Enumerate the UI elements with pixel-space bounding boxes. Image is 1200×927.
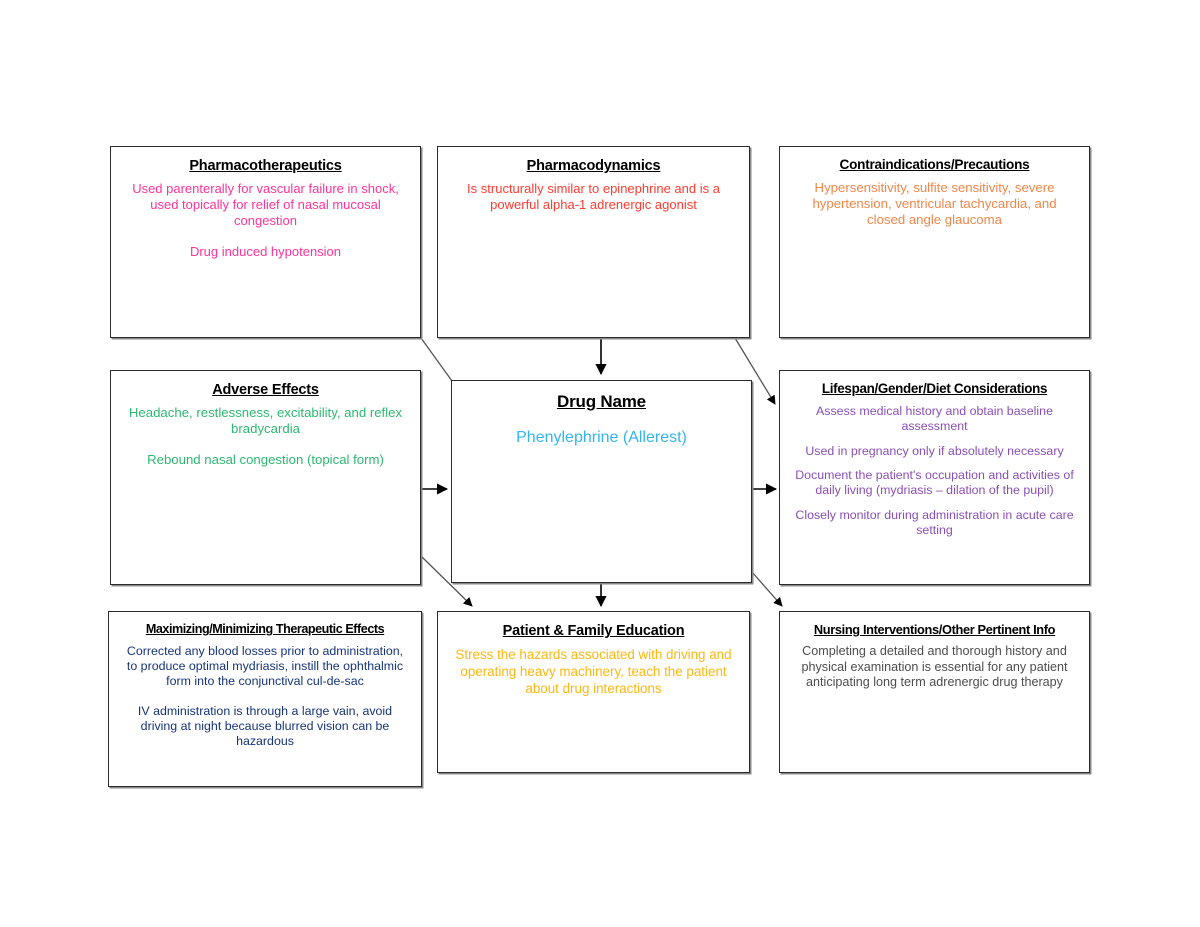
- node-adverse-effects[interactable]: Adverse Effects Headache, restlessness, …: [110, 370, 421, 585]
- node-pharmacotherapeutics[interactable]: Pharmacotherapeutics Used parenterally f…: [110, 146, 421, 338]
- node-paragraph: Corrected any blood losses prior to admi…: [126, 643, 404, 688]
- node-title-pharmacodynamics: Pharmacodynamics: [526, 158, 661, 174]
- node-paragraph: Drug induced hypotension: [189, 243, 342, 259]
- node-drug-name[interactable]: Drug Name Phenylephrine (Allerest): [451, 380, 752, 583]
- node-body-drug-name: Phenylephrine (Allerest): [464, 428, 739, 448]
- node-patient-family-education[interactable]: Patient & Family Education Stress the ha…: [437, 611, 750, 773]
- node-body-contraindications: Hypersensitivity, sulfite sensitivity, s…: [792, 180, 1077, 228]
- node-lifespan-considerations[interactable]: Lifespan/Gender/Diet Considerations Asse…: [779, 370, 1090, 585]
- connector-pharmacotherapeutics-to-drug-name: [420, 337, 453, 382]
- node-body-maximizing: Corrected any blood losses prior to admi…: [121, 644, 409, 750]
- node-body-pharmacotherapeutics: Used parenterally for vascular failure i…: [123, 181, 408, 259]
- node-paragraph: Completing a detailed and thorough histo…: [801, 643, 1068, 690]
- node-paragraph: Rebound nasal congestion (topical form): [147, 452, 384, 468]
- node-paragraph: Assess medical history and obtain baseli…: [816, 403, 1053, 433]
- node-contraindications[interactable]: Contraindications/Precautions Hypersensi…: [779, 146, 1090, 338]
- node-body-adverse-effects: Headache, restlessness, excitability, an…: [123, 405, 408, 468]
- node-nursing-interventions[interactable]: Nursing Interventions/Other Pertinent In…: [779, 611, 1090, 773]
- node-body-patient-education: Stress the hazards associated with drivi…: [450, 646, 737, 697]
- node-title-nursing: Nursing Interventions/Other Pertinent In…: [813, 622, 1056, 637]
- node-title-maximizing: Maximizing/Minimizing Therapeutic Effect…: [145, 622, 385, 636]
- node-body-nursing: Completing a detailed and thorough histo…: [792, 644, 1077, 691]
- node-paragraph: Used in pregnancy only if absolutely nec…: [805, 443, 1064, 458]
- node-paragraph: Used parenterally for vascular failure i…: [132, 181, 399, 228]
- connector-drug-name-to-nursing: [751, 571, 783, 607]
- node-paragraph: Stress the hazards associated with drivi…: [455, 647, 732, 697]
- node-paragraph: Headache, restlessness, excitability, an…: [128, 405, 403, 437]
- node-paragraph: Closely monitor during administration in…: [795, 508, 1074, 537]
- node-title-drug-name: Drug Name: [557, 392, 646, 411]
- node-paragraph: Is structurally similar to epinephrine a…: [467, 181, 720, 212]
- node-paragraph: Hypersensitivity, sulfite sensitivity, s…: [812, 179, 1057, 228]
- node-pharmacodynamics[interactable]: Pharmacodynamics Is structurally similar…: [437, 146, 750, 338]
- node-maximizing-minimizing-therapeutic-effects[interactable]: Maximizing/Minimizing Therapeutic Effect…: [108, 611, 422, 787]
- node-title-pharmacotherapeutics: Pharmacotherapeutics: [189, 158, 342, 174]
- node-title-patient-education: Patient & Family Education: [502, 623, 685, 639]
- node-title-lifespan: Lifespan/Gender/Diet Considerations: [821, 381, 1048, 396]
- drug-name-value: Phenylephrine (Allerest): [516, 429, 687, 447]
- node-paragraph: Document the patient's occupation and ac…: [795, 468, 1074, 498]
- node-body-pharmacodynamics: Is structurally similar to epinephrine a…: [450, 181, 737, 213]
- node-title-adverse-effects: Adverse Effects: [212, 382, 319, 398]
- node-title-contraindications: Contraindications/Precautions: [839, 157, 1030, 172]
- node-paragraph: IV administration is through a large vai…: [137, 704, 393, 749]
- node-body-lifespan: Assess medical history and obtain baseli…: [792, 404, 1077, 538]
